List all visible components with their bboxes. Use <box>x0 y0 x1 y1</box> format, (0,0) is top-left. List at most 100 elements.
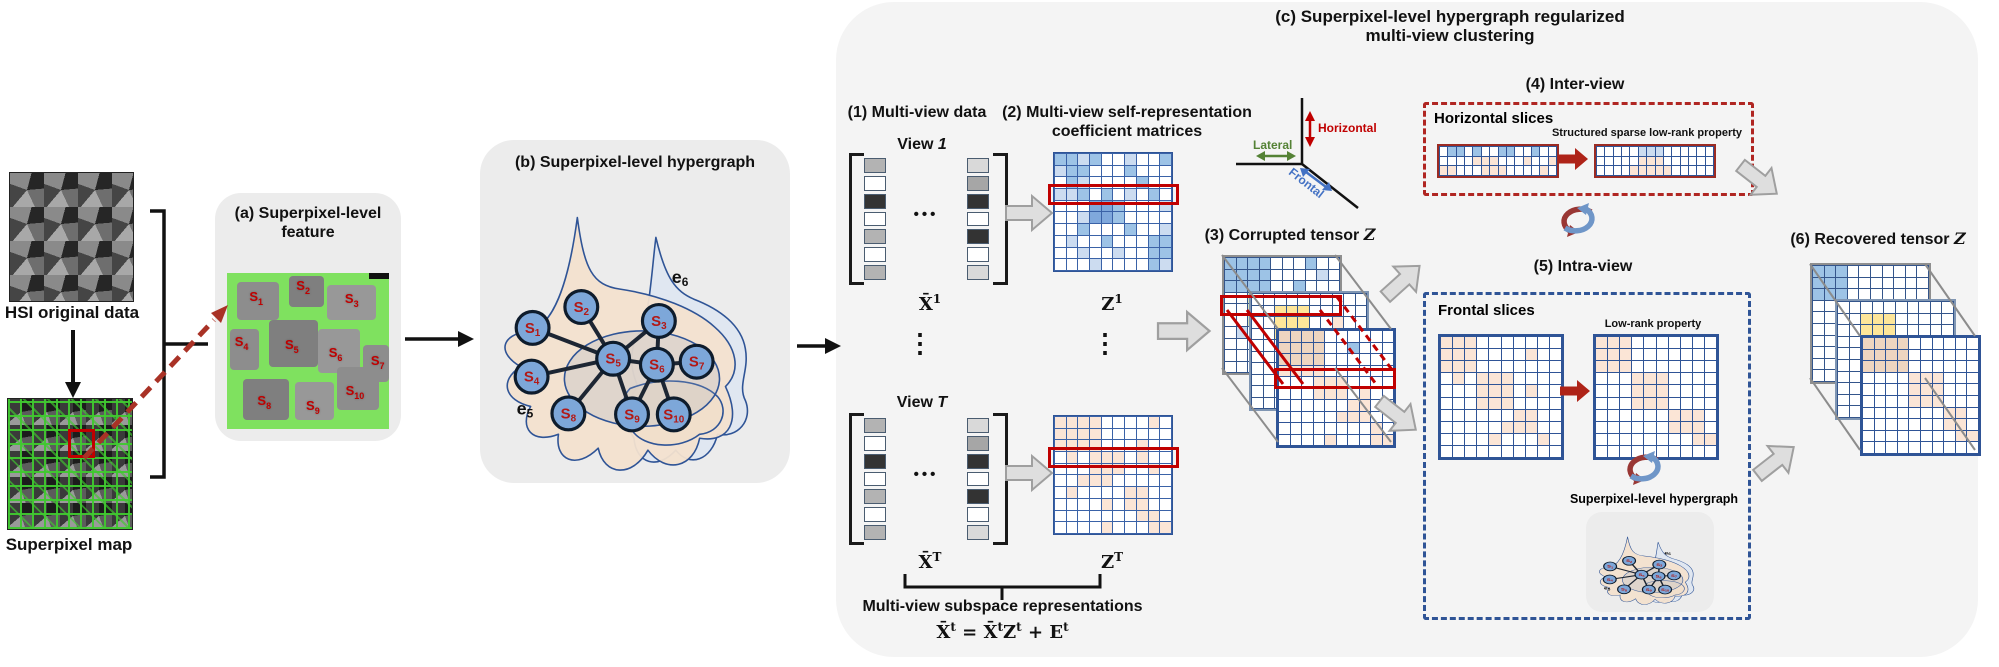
matrix-cell <box>1886 430 1897 442</box>
superpixel-label: S7 <box>370 353 385 371</box>
matrix-cell <box>1302 342 1313 353</box>
x1-label: X̄1 <box>918 292 942 315</box>
matrix-cell <box>1136 475 1148 487</box>
matrix-cell <box>1697 166 1705 175</box>
superpixel-label: S4 <box>234 334 249 352</box>
matrix-cell <box>1066 428 1078 440</box>
matrix-cell <box>1371 411 1382 422</box>
matrix-cell <box>1371 388 1382 399</box>
matrix-cell <box>1859 277 1870 289</box>
matrix-cell <box>1874 407 1886 419</box>
matrix-cell <box>1055 463 1066 475</box>
matrix-cell <box>1325 354 1336 365</box>
matrix-cell <box>1596 397 1608 409</box>
matrix-cell <box>1279 400 1290 411</box>
matrix-cell <box>1871 289 1882 300</box>
matrix-cell <box>1453 397 1465 409</box>
vector-cell <box>864 418 886 433</box>
matrix-cell <box>1537 409 1549 421</box>
matrix-cell <box>1632 349 1644 361</box>
matrix-cell <box>1688 147 1697 156</box>
matrix-cell <box>1921 338 1932 349</box>
view1-number: 1 <box>937 136 947 153</box>
matrix-cell <box>1136 235 1148 247</box>
matrix-cell <box>1090 235 1101 247</box>
matrix-cell <box>1863 430 1874 442</box>
vector-cell <box>864 489 886 505</box>
matrix-cell <box>1632 409 1644 421</box>
node-label: S6 <box>1656 574 1662 579</box>
matrix-cell <box>1838 406 1849 417</box>
matrix-cell <box>1090 212 1101 224</box>
matrix-cell <box>1325 400 1336 411</box>
matrix-cell <box>1078 487 1090 498</box>
hyperedge-label: e5 <box>1604 586 1611 591</box>
matrix-cell <box>1668 373 1680 385</box>
matrix-cell <box>1813 312 1824 323</box>
matrix-cell <box>1090 475 1101 487</box>
matrix-cell <box>1489 349 1501 361</box>
arrow-a-to-b <box>405 331 474 347</box>
matrix-cell <box>1160 235 1171 247</box>
matrix-cell <box>1090 259 1101 270</box>
matrix-cell <box>1549 445 1561 457</box>
matrix-cell <box>1638 166 1647 175</box>
matrix-cell <box>1513 361 1525 373</box>
section6-title: (6) Recovered tensor Z <box>1790 229 1966 248</box>
matrix-cell <box>1549 409 1561 421</box>
matrix-cell <box>1513 445 1525 457</box>
matrix-cell <box>1909 349 1920 361</box>
vector-cell <box>967 489 989 505</box>
matrix-cell <box>1148 428 1160 440</box>
superpixel-node <box>595 340 632 377</box>
matrix-cell <box>1252 363 1263 374</box>
matrix-cell <box>1298 317 1309 328</box>
matrix-cell <box>1359 423 1370 434</box>
matrix-cell <box>1441 337 1453 349</box>
matrix-cell <box>1359 400 1370 411</box>
matrix-cell <box>1632 361 1644 373</box>
matrix-cell <box>1382 354 1393 365</box>
matrix-cell <box>1148 440 1160 452</box>
matrix-cell <box>1668 337 1680 349</box>
vector-cell <box>967 453 989 469</box>
section2-title-line2: coefficient matrices <box>1051 123 1203 140</box>
matrix-cell <box>1055 475 1066 487</box>
matrix-cell <box>1824 347 1836 358</box>
matrix-cell <box>1506 166 1515 175</box>
matrix-cell <box>1907 302 1919 313</box>
hyperedge-label: e6 <box>672 267 689 289</box>
matrix-cell <box>1441 421 1453 433</box>
matrix-cell <box>1620 397 1632 409</box>
matrix-cell <box>1897 372 1909 384</box>
matrix-cell <box>1704 361 1716 373</box>
matrix-cell <box>1359 342 1370 353</box>
node-label: S3 <box>1656 563 1662 568</box>
matrix-cell <box>1136 177 1148 189</box>
matrix-cell <box>1336 342 1347 353</box>
superpixel-node <box>614 396 651 433</box>
superpixel-node <box>1602 574 1617 585</box>
matrix-cell <box>1473 147 1481 156</box>
matrix-cell <box>1328 258 1339 269</box>
matrix-cell <box>1489 421 1501 433</box>
matrix-cell <box>1909 372 1920 384</box>
vector-cell <box>864 229 886 245</box>
vector-cell <box>967 507 989 523</box>
matrix-cell <box>1549 397 1561 409</box>
node-label: S10 <box>1661 588 1669 593</box>
matrix-cell <box>1531 166 1540 175</box>
matrix-cell <box>1501 373 1513 385</box>
matrix-cell <box>1275 294 1286 305</box>
matrix-cell <box>1325 411 1336 422</box>
matrix-cell <box>1359 411 1370 422</box>
matrix-cell <box>1465 397 1477 409</box>
matrix-cell <box>1501 361 1513 373</box>
matrix-cell <box>1101 165 1113 177</box>
matrix-cell <box>1236 315 1247 326</box>
matrix-cell <box>1332 317 1343 328</box>
matrix-cell <box>1355 305 1366 316</box>
matrix-cell <box>1955 384 1967 395</box>
matrix-cell <box>1692 445 1704 457</box>
matrix-cell <box>1523 166 1531 175</box>
